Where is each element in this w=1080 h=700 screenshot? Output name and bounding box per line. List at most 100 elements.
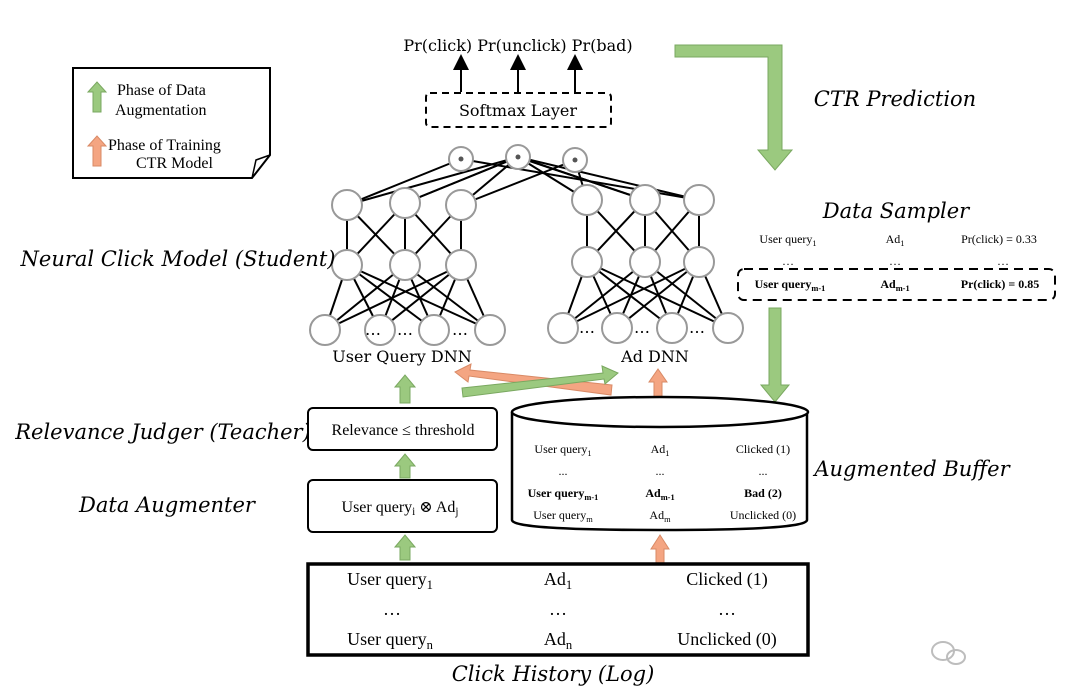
neural-click-model-label: Neural Click Model (Student) [20, 247, 336, 271]
network-nodes [309, 144, 744, 346]
svg-text:Adm: Adm [649, 508, 671, 524]
neuron-node [389, 187, 421, 219]
ellipsis: … [452, 320, 468, 339]
ellipsis: … [689, 318, 705, 337]
neuron-node [571, 246, 603, 278]
network-edge [616, 261, 700, 329]
svg-text:…: … [889, 254, 901, 268]
relevance-text: Relevance ≤ threshold [332, 422, 475, 439]
svg-text:…: … [997, 254, 1009, 268]
svg-text:…: … [718, 599, 736, 619]
network-edge [346, 264, 435, 331]
neuron-node [445, 189, 477, 221]
history-to-augmenter-arrow [393, 534, 417, 561]
click-history-box [306, 562, 810, 657]
network-edge [379, 264, 462, 331]
buffer-to-query-dnn-arrow [454, 363, 613, 396]
neuron-node [656, 312, 688, 344]
legend-augmentation-line2: Augmentation [115, 102, 207, 119]
network-edge [346, 158, 462, 206]
svg-text:Adn: Adn [544, 629, 573, 652]
svg-text:Ad1: Ad1 [544, 569, 572, 592]
svg-text:User query1: User query1 [534, 442, 591, 458]
neuron-node [418, 314, 450, 346]
sampler-selected-box [737, 268, 1056, 301]
svg-text:Adm-1: Adm-1 [645, 486, 674, 502]
output-arrows [453, 54, 583, 92]
query-to-ad-dnn-arrow [461, 365, 619, 398]
relevance-box [307, 407, 498, 451]
relevance-up-arrow [393, 374, 417, 404]
output-labels: Pr(click) Pr(unclick) Pr(bad) [403, 36, 632, 55]
svg-text:User querym-1: User querym-1 [755, 277, 826, 293]
network-edges [324, 156, 729, 331]
svg-text:...: ... [559, 464, 568, 478]
legend: Phase of Data Augmentation Phase of Trai… [72, 67, 271, 179]
svg-text:...: ... [759, 464, 768, 478]
neuron-node [364, 314, 396, 346]
network-edge [324, 264, 462, 331]
dot-product-icon [515, 154, 521, 160]
neuron-node [331, 189, 363, 221]
neuron-node [683, 184, 715, 216]
softmax-layer-label: Softmax Layer [459, 101, 577, 120]
neuron-node [712, 312, 744, 344]
sampler-to-buffer-arrow [759, 307, 791, 403]
svg-text:User query1: User query1 [347, 569, 433, 592]
svg-text:Ad1: Ad1 [651, 442, 670, 458]
svg-text:User queryn: User queryn [347, 629, 433, 652]
data-sampler-rows: User query1 Ad1 Pr(click) = 0.33 … … … U… [755, 232, 1040, 293]
legend-training-line1: Phase of Training [108, 137, 221, 154]
neuron-node [389, 249, 421, 281]
neuron-node [571, 184, 603, 216]
dot-product-icon [572, 157, 578, 163]
network-edge [562, 261, 646, 329]
svg-text:Clicked (1): Clicked (1) [686, 569, 767, 590]
svg-text:Pr(click) = 0.85: Pr(click) = 0.85 [961, 277, 1039, 291]
neuron-node [331, 249, 363, 281]
softmax-layer-box [425, 92, 612, 128]
augmented-buffer [510, 395, 810, 532]
svg-text:Clicked (1): Clicked (1) [736, 442, 790, 456]
svg-text:...: ... [656, 464, 665, 478]
ellipsis: … [397, 320, 413, 339]
buffer-rows: User query1 Ad1 Clicked (1) ... ... ... … [528, 442, 797, 524]
neuron-node [309, 314, 341, 346]
svg-text:Unclicked (0): Unclicked (0) [677, 629, 776, 650]
neuron-node [629, 246, 661, 278]
svg-text:…: … [549, 599, 567, 619]
watermark-logo [931, 641, 966, 665]
neuron-node [445, 249, 477, 281]
svg-text:…: … [782, 254, 794, 268]
data-augmenter-label: Data Augmenter [78, 493, 257, 517]
ellipsis: … [634, 318, 650, 337]
click-history-rows: User query1 Ad1 Clicked (1) … … … User q… [347, 569, 777, 652]
neuron-node [474, 314, 506, 346]
augmented-buffer-label: Augmented Buffer [812, 457, 1011, 481]
ad-dnn-label: Ad DNN [620, 347, 689, 366]
network-edge [517, 156, 646, 201]
svg-text:User querym-1: User querym-1 [528, 486, 599, 502]
neuron-node [547, 312, 579, 344]
sampler-ad: Ad1 [886, 232, 905, 248]
ellipsis: … [365, 320, 381, 339]
ctr-prediction-arrow [674, 44, 794, 171]
green-arrow-icon [86, 81, 108, 113]
svg-text:Unclicked (0): Unclicked (0) [730, 508, 796, 522]
network-edge [517, 156, 700, 201]
dot-product-icon [458, 156, 464, 162]
click-history-label: Click History (Log) [452, 662, 655, 686]
legend-augmentation-line1: Phase of Data [117, 82, 206, 99]
buffer-to-ad-dnn-arrow [648, 368, 668, 399]
history-to-buffer-arrow [650, 534, 670, 564]
sampler-query: User query1 [759, 232, 816, 248]
augmenter-box [307, 479, 498, 533]
ellipsis: … [579, 318, 595, 337]
legend-training-line2: CTR Model [136, 155, 213, 172]
network-edge [460, 159, 576, 206]
user-query-dnn-label: User Query DNN [332, 347, 471, 366]
neuron-node [601, 312, 633, 344]
neuron-node [629, 184, 661, 216]
relevance-judger-label: Relevance Judger (Teacher) [14, 420, 311, 444]
